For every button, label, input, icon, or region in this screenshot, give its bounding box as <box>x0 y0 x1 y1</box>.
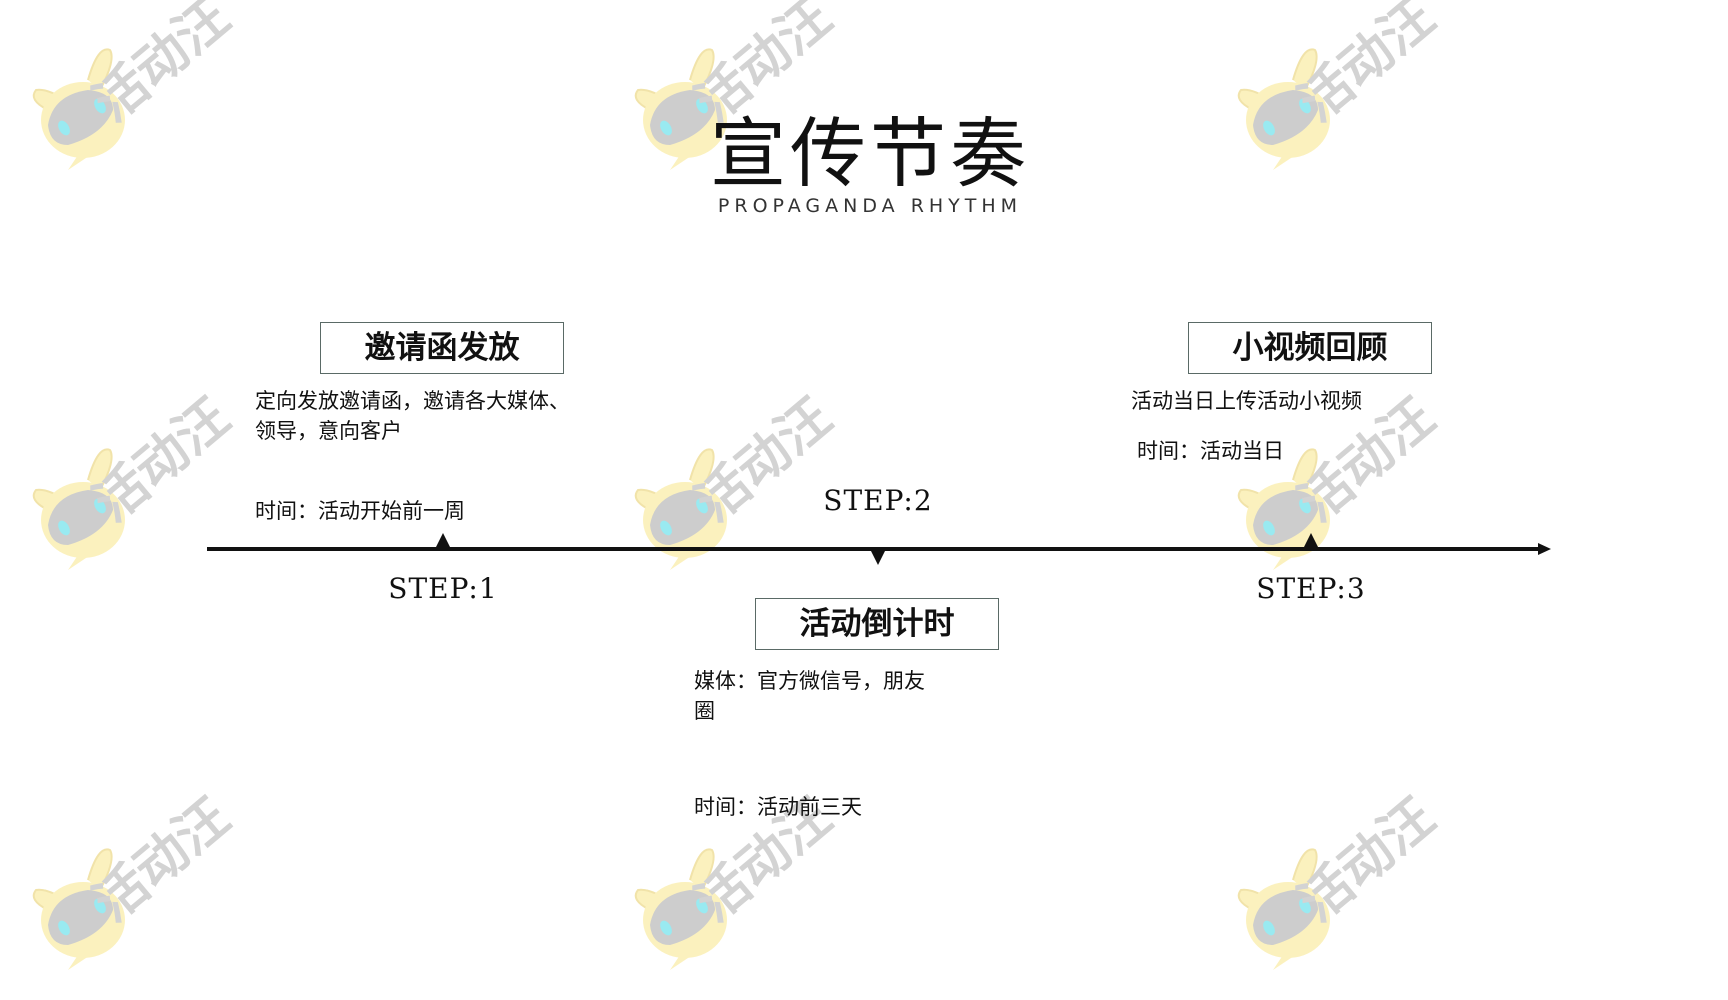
step2-marker-icon <box>871 551 885 565</box>
watermark: 活动汪 <box>1233 787 1483 1000</box>
watermark: 活动汪 <box>28 387 278 600</box>
step1-marker-icon <box>436 533 450 547</box>
step3-heading-box: 小视频回顾 <box>1188 322 1432 374</box>
timeline-arrow-icon <box>1538 543 1551 555</box>
mascot-logo-icon <box>1237 48 1330 170</box>
step1-heading-box: 邀请函发放 <box>320 322 564 374</box>
timeline-axis <box>207 547 1541 551</box>
mascot-logo-icon <box>32 448 125 570</box>
watermark: 活动汪 <box>1233 0 1483 200</box>
watermark: 活动汪 <box>630 387 880 600</box>
mascot-logo-icon <box>32 48 125 170</box>
page-title: 宣传节奏 <box>710 109 1030 198</box>
step2-desc-line: 圈 <box>694 699 715 723</box>
mascot-logo-icon <box>634 848 727 970</box>
step1-label: STEP:1 <box>388 572 498 605</box>
watermark: 活动汪 <box>28 0 278 200</box>
step1-desc-line: 定向发放邀请函，邀请各大媒体、 <box>255 389 570 413</box>
step2-desc-line: 媒体：官方微信号，朋友 <box>694 669 925 693</box>
watermark: 活动汪 <box>630 0 880 200</box>
step3-description: 活动当日上传活动小视频 <box>1131 386 1362 416</box>
watermark: 活动汪 <box>1233 387 1483 600</box>
step2-description: 媒体：官方微信号，朋友 圈 <box>694 666 925 726</box>
mascot-logo-icon <box>1237 448 1330 570</box>
step1-desc-line: 领导，意向客户 <box>255 419 402 443</box>
mascot-logo-icon <box>634 448 727 570</box>
mascot-logo-icon <box>32 848 125 970</box>
step1-description: 定向发放邀请函，邀请各大媒体、 领导，意向客户 <box>255 386 570 446</box>
step1-time: 时间：活动开始前一周 <box>255 499 465 523</box>
mascot-logo-icon <box>1237 848 1330 970</box>
page-subtitle: PROPAGANDA RHYTHM <box>717 195 1023 217</box>
step3-time: 时间：活动当日 <box>1137 439 1284 463</box>
step2-heading-box: 活动倒计时 <box>755 598 999 650</box>
step3-label: STEP:3 <box>1256 572 1366 605</box>
step2-label: STEP:2 <box>823 484 933 517</box>
step2-time: 时间：活动前三天 <box>694 795 862 819</box>
watermark: 活动汪 <box>28 787 278 1000</box>
mascot-logo-icon <box>634 48 727 170</box>
step3-marker-icon <box>1304 533 1318 547</box>
step3-desc-line: 活动当日上传活动小视频 <box>1131 389 1362 413</box>
watermark: 活动汪 <box>630 787 880 1000</box>
